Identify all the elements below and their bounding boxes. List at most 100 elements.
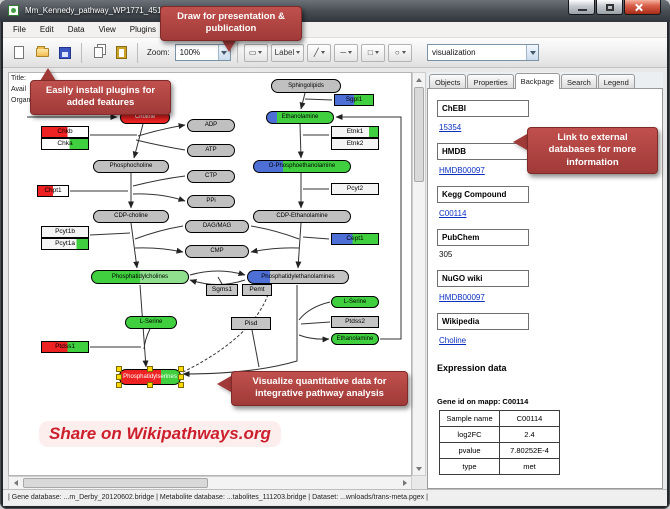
pathway-node-ptdss1[interactable]: Ptdss1 <box>41 341 89 353</box>
zoom-value: 100% <box>179 48 201 57</box>
pathway-node-pcyt2[interactable]: Pcyt2 <box>331 183 379 195</box>
pathway-node-atp[interactable]: ATP <box>187 144 235 157</box>
pathway-node-etnk1[interactable]: Etnk1 <box>331 126 379 138</box>
database-id-link[interactable]: Choline <box>439 336 467 345</box>
pathway-node-l-serine[interactable]: L-Serine <box>331 296 379 308</box>
pathway-node-ptdss2[interactable]: Ptdss2 <box>331 316 379 328</box>
menu-edit[interactable]: Edit <box>39 25 54 34</box>
label-tool-button[interactable]: Label <box>270 43 305 62</box>
pathway-node-cdp-ethanolamine[interactable]: CDP-Ethanolamine <box>253 210 351 223</box>
selection-handle[interactable] <box>116 374 122 380</box>
table-cell: log2FC <box>439 426 500 443</box>
selection-handle[interactable] <box>178 382 184 388</box>
horizontal-scrollbar[interactable] <box>8 476 412 490</box>
visualization-combobox[interactable]: visualization <box>427 44 539 61</box>
paste-button[interactable] <box>111 43 131 63</box>
tab-properties[interactable]: Properties <box>467 74 514 89</box>
callout-pointer-icon <box>513 134 527 150</box>
rectangle-tool-button[interactable]: □ <box>361 43 386 62</box>
new-file-button[interactable] <box>9 43 29 63</box>
pathway-node-ctp[interactable]: CTP <box>187 170 235 183</box>
pathway-edge <box>250 247 300 254</box>
selection-handle[interactable] <box>178 374 184 380</box>
pathway-edge <box>132 193 186 202</box>
titlebar[interactable]: Mm_Kennedy_pathway_WP1771_45176.gpml <box>0 0 670 22</box>
tab-search[interactable]: Search <box>560 74 597 89</box>
pathway-node-pisd[interactable]: Pisd <box>231 317 271 330</box>
pathway-node-chka[interactable]: Chka <box>41 138 89 150</box>
callout-pointer-icon <box>220 37 238 52</box>
copy-button[interactable] <box>88 43 108 63</box>
scroll-down-icon[interactable] <box>413 462 425 475</box>
horizontal-scroll-thumb[interactable] <box>23 478 208 488</box>
pathway-node-cmp[interactable]: CMP <box>185 245 249 258</box>
minimize-button[interactable] <box>568 0 595 15</box>
scroll-up-icon[interactable] <box>413 73 425 86</box>
visualization-dropdown-arrow-icon[interactable] <box>526 45 538 60</box>
selection-handle[interactable] <box>178 366 184 372</box>
tab-legend[interactable]: Legend <box>597 74 635 89</box>
scroll-right-icon[interactable] <box>398 477 411 489</box>
visualization-value: visualization <box>432 48 476 57</box>
pathway-node-dag-mag[interactable]: DAG/MAG <box>185 220 249 233</box>
pathway-node-ppi[interactable]: PPi <box>187 195 235 208</box>
vertical-scrollbar[interactable] <box>412 72 426 476</box>
database-id-link[interactable]: C00114 <box>439 209 467 218</box>
datanode-tool-icon: ▭ <box>248 48 257 57</box>
menu-view[interactable]: View <box>98 25 116 34</box>
pathway-node-pcyt1a[interactable]: Pcyt1a <box>41 238 89 250</box>
pathway-node-pcyt1b[interactable]: Pcyt1b <box>41 226 89 238</box>
pathway-node-ethanolamine[interactable]: Ethanolamine <box>331 333 379 345</box>
pathway-node-phosphatidylethanolamines[interactable]: Phosphatidylethanolamines <box>247 270 349 284</box>
menu-file[interactable]: File <box>13 25 26 34</box>
table-cell: 7.80252E-4 <box>499 442 560 459</box>
database-name-box: ChEBI <box>437 100 529 117</box>
database-id-link[interactable]: HMDB00097 <box>439 293 485 302</box>
pathway-edge <box>137 123 186 137</box>
pathway-node-etnk2[interactable]: Etnk2 <box>331 138 379 150</box>
datanode-tool-button[interactable]: ▭ <box>243 43 268 62</box>
pathway-node-cdp-choline[interactable]: CDP-choline <box>93 210 169 223</box>
pathway-node-chpt1[interactable]: Chpt1 <box>37 185 69 197</box>
database-id-link[interactable]: 15354 <box>439 123 462 132</box>
oval-tool-button[interactable]: ○ <box>388 43 413 62</box>
menu-plugins[interactable]: Plugins <box>129 25 157 34</box>
pathway-node-ethanolamine[interactable]: Ethanolamine <box>266 111 334 124</box>
menu-data[interactable]: Data <box>67 25 85 34</box>
selection-handle[interactable] <box>116 382 122 388</box>
pathway-node-sgms1[interactable]: Sgms1 <box>206 284 238 296</box>
tab-backpage[interactable]: Backpage <box>514 73 560 89</box>
callout-pointer-icon <box>40 68 56 81</box>
selection-handle[interactable] <box>147 366 153 372</box>
pathway-node-sgpl1[interactable]: Sgpl1 <box>334 94 374 106</box>
pathway-edge <box>250 225 300 240</box>
pathway-node-chkb[interactable]: Chkb <box>41 126 89 138</box>
pathway-edge <box>298 334 330 343</box>
pathway-node-cept1[interactable]: Cept1 <box>331 233 379 245</box>
maximize-button[interactable] <box>596 0 623 15</box>
line-tool-button[interactable]: ╱ <box>307 43 332 62</box>
toolbar-separator <box>137 42 138 63</box>
pathway-node-pemt[interactable]: Pemt <box>242 284 272 296</box>
pathway-node-sphingolipids[interactable]: Sphingolipids <box>271 79 341 93</box>
open-file-button[interactable] <box>32 43 52 63</box>
pathway-node-o-phosphoethanolamine[interactable]: O-Phosphoethanolamine <box>253 160 351 173</box>
pathway-node-phosphocholine[interactable]: Phosphocholine <box>93 160 169 173</box>
expression-data-heading: Expression data <box>437 363 507 373</box>
pathway-node-l-serine[interactable]: L-Serine <box>125 316 177 329</box>
selection-handle[interactable] <box>116 366 122 372</box>
connector-tool-button[interactable]: ─ <box>334 43 359 62</box>
close-button[interactable] <box>624 0 661 15</box>
save-button[interactable] <box>55 43 75 63</box>
database-id-link[interactable]: HMDB00097 <box>439 166 485 175</box>
vertical-scroll-thumb[interactable] <box>414 87 424 182</box>
scroll-left-icon[interactable] <box>9 477 22 489</box>
tab-objects[interactable]: Objects <box>429 74 467 89</box>
pathway-node-phosphatidylcholines[interactable]: Phosphatidylcholines <box>91 270 189 284</box>
selection-handle[interactable] <box>147 382 153 388</box>
pathway-node-adp[interactable]: ADP <box>187 119 235 132</box>
